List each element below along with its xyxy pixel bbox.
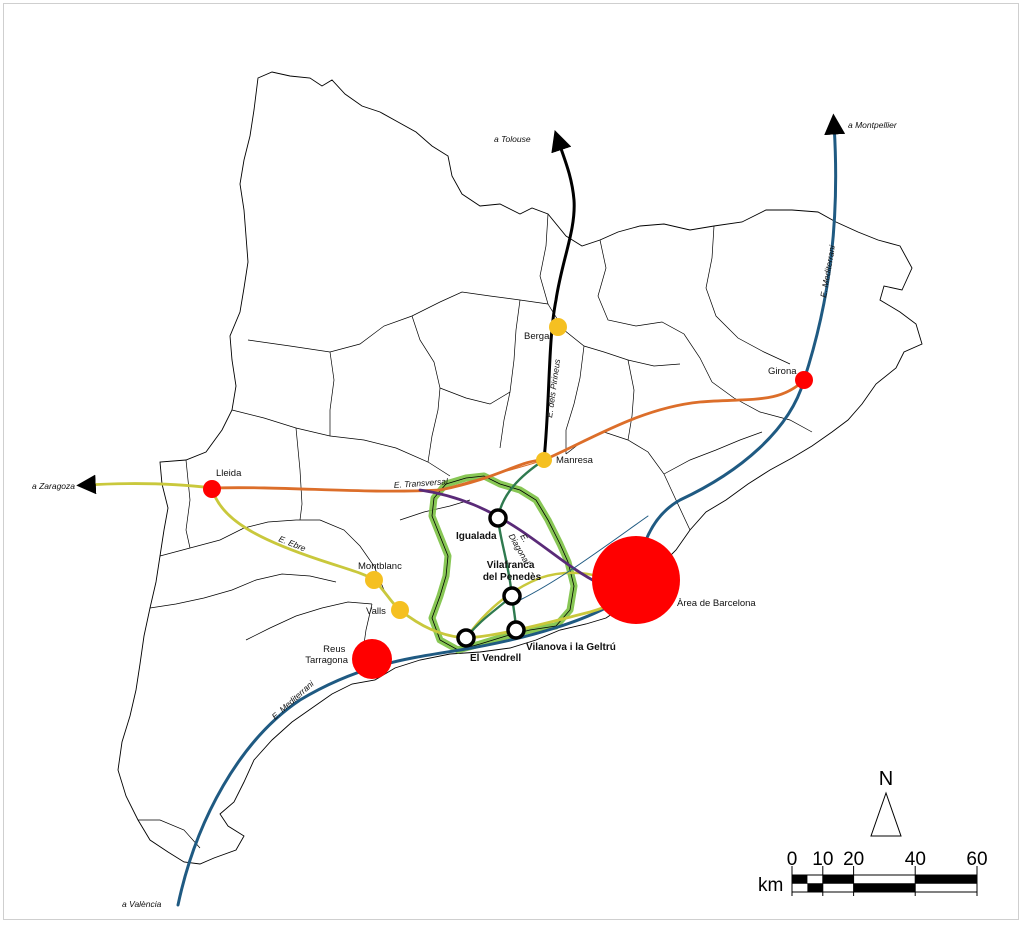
city-marker-montblanc[interactable] — [365, 571, 383, 589]
rail-thin-barcelona — [519, 515, 649, 601]
city-label-barcelona: Àrea de Barcelona — [677, 598, 756, 609]
city-marker-barcelona[interactable] — [592, 536, 680, 624]
city-marker-girona[interactable] — [795, 371, 813, 389]
destination-montpellier: a Montpellier — [848, 120, 898, 130]
corridor-pirineus — [542, 130, 576, 462]
city-label-montblanc: Montblanc — [358, 561, 402, 572]
city-marker-berga[interactable] — [549, 318, 567, 336]
scale-bar: km 0 10 20 40 60 — [758, 849, 988, 896]
penedes-label-igualada: Igualada — [456, 531, 497, 542]
destination-tolouse: a Tolouse — [494, 134, 531, 144]
destination-labels: a Tolouse a Montpellier a Zaragoza a Val… — [32, 120, 898, 909]
scale-tick-label: 40 — [905, 849, 926, 870]
city-marker-reus-tarragona[interactable] — [352, 639, 392, 679]
penedes-label-vilafranca-2: del Penedès — [483, 572, 542, 583]
corridor-label-transversal: E. Transversal — [393, 476, 449, 490]
scale-segment-5 — [915, 875, 977, 884]
city-marker-lleida[interactable] — [203, 480, 221, 498]
city-label-tarragona: Tarragona — [305, 655, 348, 666]
corridor-ebre-west — [76, 474, 214, 495]
scale-tick-label: 0 — [787, 849, 798, 870]
north-arrow: N — [870, 768, 902, 837]
penedes-marker-vendrell[interactable] — [456, 628, 476, 648]
city-label-manresa: Manresa — [556, 455, 594, 466]
scale-tick-label: 20 — [843, 849, 864, 870]
penedes-marker-igualada[interactable] — [488, 508, 508, 528]
penedes-label-vilafranca-1: Vilafranca — [487, 560, 535, 571]
city-label-lleida: Lleida — [216, 468, 242, 479]
city-label-berga: Berga — [524, 331, 550, 342]
scale-segment-4 — [853, 883, 916, 892]
penedes-label-vendrell: El Vendrell — [470, 653, 521, 664]
scale-segment-3 — [822, 875, 854, 884]
corridor-label-diagonal-1: E. — [518, 532, 531, 544]
scale-ticks: 0 10 20 40 60 — [787, 849, 988, 870]
city-label-girona: Girona — [768, 366, 797, 377]
penedes-label-vilafranca: Vilafranca del Penedès — [483, 560, 542, 583]
city-label-reus-tarragona: Reus Tarragona — [305, 644, 348, 666]
city-labels: Lleida Girona Berga Manresa Montblanc Va… — [216, 331, 797, 666]
north-label: N — [879, 768, 893, 790]
corridor-transversal-thin — [439, 459, 545, 491]
penedes-marker-vilafranca[interactable] — [502, 586, 522, 606]
scale-unit: km — [758, 875, 783, 896]
destination-valencia: a València — [122, 899, 162, 909]
city-marker-manresa[interactable] — [536, 452, 552, 468]
north-arrow-icon — [870, 791, 902, 837]
scale-tick-label: 60 — [966, 849, 987, 870]
penedes-marker-vilanova[interactable] — [506, 620, 526, 640]
corridor-green-link — [496, 458, 546, 632]
scale-segment-2 — [807, 883, 823, 892]
city-marker-valls[interactable] — [391, 601, 409, 619]
scale-segment-1 — [792, 875, 808, 884]
city-markers — [203, 318, 813, 679]
city-label-valls: Valls — [366, 606, 386, 617]
scale-tick-label: 10 — [812, 849, 833, 870]
destination-zaragoza: a Zaragoza — [32, 481, 75, 491]
map-frame — [3, 3, 1019, 920]
penedes-label-vilanova: Vilanova i la Geltrú — [526, 642, 616, 653]
penedes-region-inner — [431, 475, 575, 651]
city-label-reus: Reus — [323, 644, 345, 655]
